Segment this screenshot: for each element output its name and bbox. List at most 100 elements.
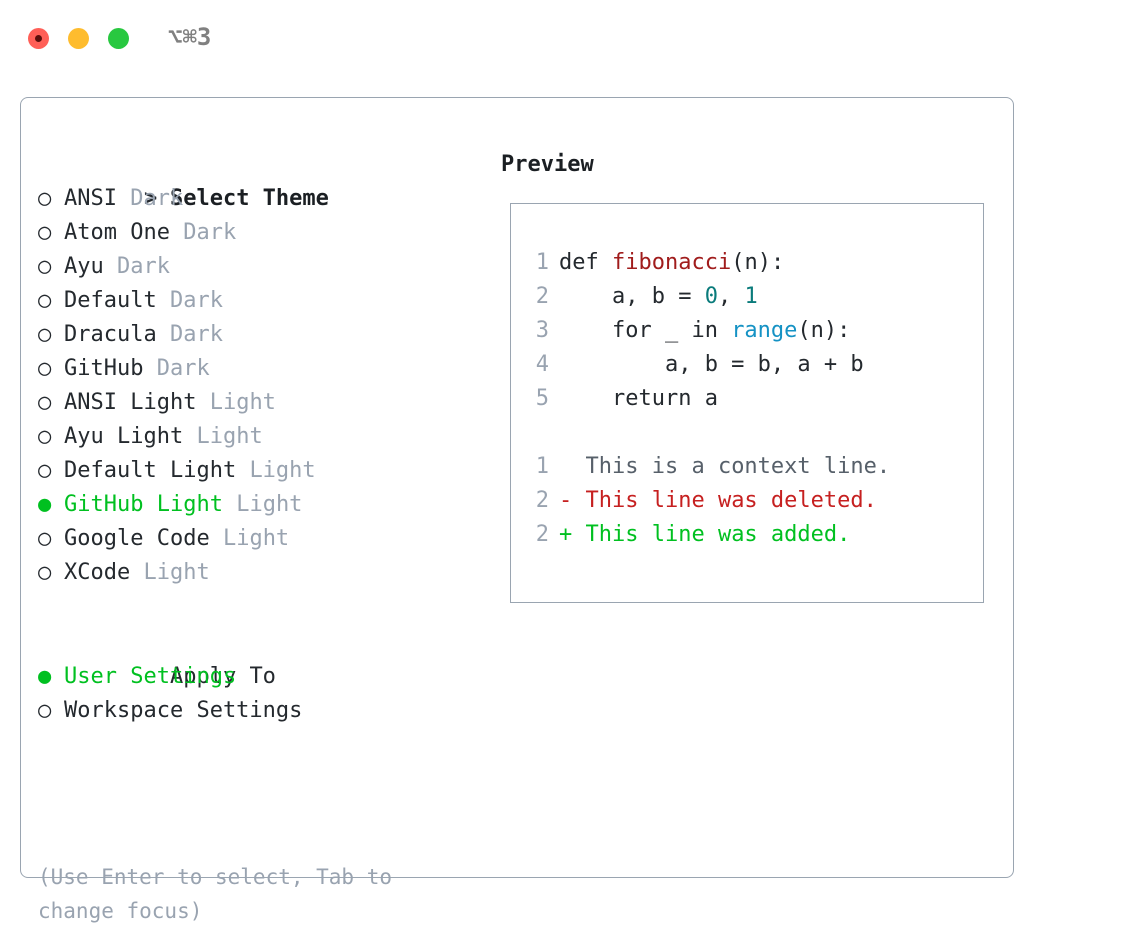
apply-to-heading: Apply To — [38, 626, 478, 689]
theme-option-name: GitHub — [64, 356, 144, 381]
close-window-icon[interactable] — [28, 28, 49, 49]
theme-option-name: XCode — [64, 560, 131, 585]
theme-option-spacer — [130, 560, 143, 585]
radio-unselected-icon: ○ — [38, 526, 52, 551]
diff-line-del: 2- This line was deleted. — [525, 484, 975, 518]
code-line: 1 def fibonacci(n): — [525, 246, 975, 280]
theme-option-spacer — [117, 186, 130, 211]
apply-to-option-list: ●User Settings ○ Workspace Settings — [38, 660, 478, 728]
prompt-caret-icon: > — [143, 186, 158, 211]
theme-variant-badge: Dark — [156, 356, 210, 381]
diff-line-context: 1 This is a context line. — [525, 450, 975, 484]
theme-option-ayu-light[interactable]: ○Ayu Light Light — [38, 420, 478, 454]
theme-option-name: Ayu — [64, 254, 104, 279]
theme-option-name: Default — [64, 288, 157, 313]
radio-selected-icon: ● — [38, 492, 52, 517]
code-token-plain: return a — [559, 386, 718, 411]
diff-text: This line was deleted. — [572, 488, 877, 513]
radio-selected-icon: ● — [38, 664, 52, 689]
code-line: 4 a, b = b, a + b — [525, 348, 975, 382]
code-token-num: 0 — [704, 284, 718, 309]
radio-unselected-icon: ○ — [38, 698, 52, 723]
diff-line-add: 2+ This line was added. — [525, 518, 975, 552]
theme-option-ansi[interactable]: ○ ANSI Dark — [38, 182, 478, 216]
theme-option-default-light[interactable]: ○Default Light Light — [38, 454, 478, 488]
theme-option-spacer — [157, 288, 170, 313]
theme-option-name: GitHub Light — [64, 492, 223, 517]
theme-picker-panel: >Select Theme ○ANSI Dark○Atom One Dark○A… — [20, 97, 1014, 923]
theme-option-name: Google Code — [64, 526, 210, 551]
maximize-window-icon[interactable] — [108, 28, 129, 49]
theme-variant-badge: Light — [143, 560, 210, 585]
apply-to-option-user-settings[interactable]: ●User Settings — [38, 660, 478, 694]
theme-option-spacer — [104, 254, 117, 279]
theme-variant-badge: Light — [209, 390, 276, 415]
radio-unselected-icon: ○ — [38, 322, 52, 347]
theme-option-ansi-light[interactable]: ○ANSI Light Light — [38, 386, 478, 420]
theme-selection-column: >Select Theme ○ANSI Dark○Atom One Dark○A… — [38, 148, 478, 728]
radio-unselected-icon: ○ — [38, 560, 52, 585]
radio-unselected-icon: ○ — [38, 186, 52, 211]
theme-option-name: ANSI — [64, 186, 117, 211]
line-number: 3 — [535, 318, 549, 343]
theme-option-github-light[interactable]: ● GitHub Light Light — [38, 488, 478, 522]
select-theme-heading: > Select Theme — [38, 148, 478, 211]
diff-text: This line was added. — [572, 522, 851, 547]
line-number: 4 — [535, 352, 549, 377]
theme-option-spacer — [157, 322, 170, 347]
theme-variant-badge: Dark — [169, 288, 223, 313]
radio-unselected-icon: ○ — [38, 220, 52, 245]
code-token-plain: (n): — [797, 318, 851, 343]
diff-text: This is a context line. — [572, 454, 891, 479]
theme-variant-badge: Light — [196, 424, 263, 449]
theme-option-spacer — [196, 390, 209, 415]
theme-option-name: Dracula — [64, 322, 157, 347]
theme-option-spacer — [210, 526, 223, 551]
radio-unselected-icon: ○ — [38, 254, 52, 279]
code-token-plain: a, b = b, a + b — [559, 352, 864, 377]
window-titlebar: ⌥⌘3 — [0, 0, 1140, 78]
radio-unselected-icon: ○ — [38, 288, 52, 313]
theme-option-dracula[interactable]: ○Dracula Dark — [38, 318, 478, 352]
radio-unselected-icon: ○ — [38, 458, 52, 483]
code-token-func: fibonacci — [611, 250, 732, 275]
theme-option-spacer — [223, 492, 236, 517]
line-number: 1 — [535, 250, 549, 275]
apply-to-option-workspace-settings[interactable]: ○ Workspace Settings — [38, 694, 478, 728]
radio-unselected-icon: ○ — [38, 390, 52, 415]
code-token-plain: def — [559, 250, 612, 275]
theme-variant-badge: Light — [222, 526, 290, 551]
theme-option-xcode[interactable]: ○ XCode Light — [38, 556, 478, 590]
theme-option-name: Default Light — [64, 458, 237, 483]
theme-option-atom-one[interactable]: ○ Atom One Dark — [38, 216, 478, 250]
code-line: 2 a, b = 0, 1 — [525, 280, 975, 314]
code-token-plain: (n): — [731, 250, 785, 275]
theme-variant-badge: Dark — [130, 186, 184, 211]
theme-option-default[interactable]: ○ Default Dark — [38, 284, 478, 318]
code-token-num: 1 — [744, 284, 758, 309]
keyboard-shortcut-label: ⌥⌘3 — [168, 23, 212, 51]
diff-snippet: 1 This is a context line.2- This line wa… — [525, 450, 975, 552]
theme-option-spacer — [143, 356, 156, 381]
code-token-plain: a, b = — [559, 284, 705, 309]
theme-variant-badge: Light — [236, 492, 303, 517]
select-theme-heading-label: Select Theme — [169, 186, 329, 211]
apply-to-option-label: Workspace Settings — [64, 698, 303, 723]
code-token-plain: , — [717, 284, 745, 309]
code-line: 3 for _ in range(n): — [525, 314, 975, 348]
theme-option-name: Atom One — [64, 220, 170, 245]
minimize-window-icon[interactable] — [68, 28, 89, 49]
theme-variant-badge: Dark — [183, 220, 237, 245]
radio-unselected-icon: ○ — [38, 356, 52, 381]
code-token-call: range — [731, 318, 798, 343]
theme-option-google-code[interactable]: ○ Google Code Light — [38, 522, 478, 556]
theme-option-ayu[interactable]: ○Ayu Dark — [38, 250, 478, 284]
theme-option-spacer — [236, 458, 249, 483]
theme-option-github[interactable]: ○ GitHub Dark — [38, 352, 478, 386]
code-line: 5 return a — [525, 382, 975, 416]
diff-sign — [559, 454, 572, 479]
